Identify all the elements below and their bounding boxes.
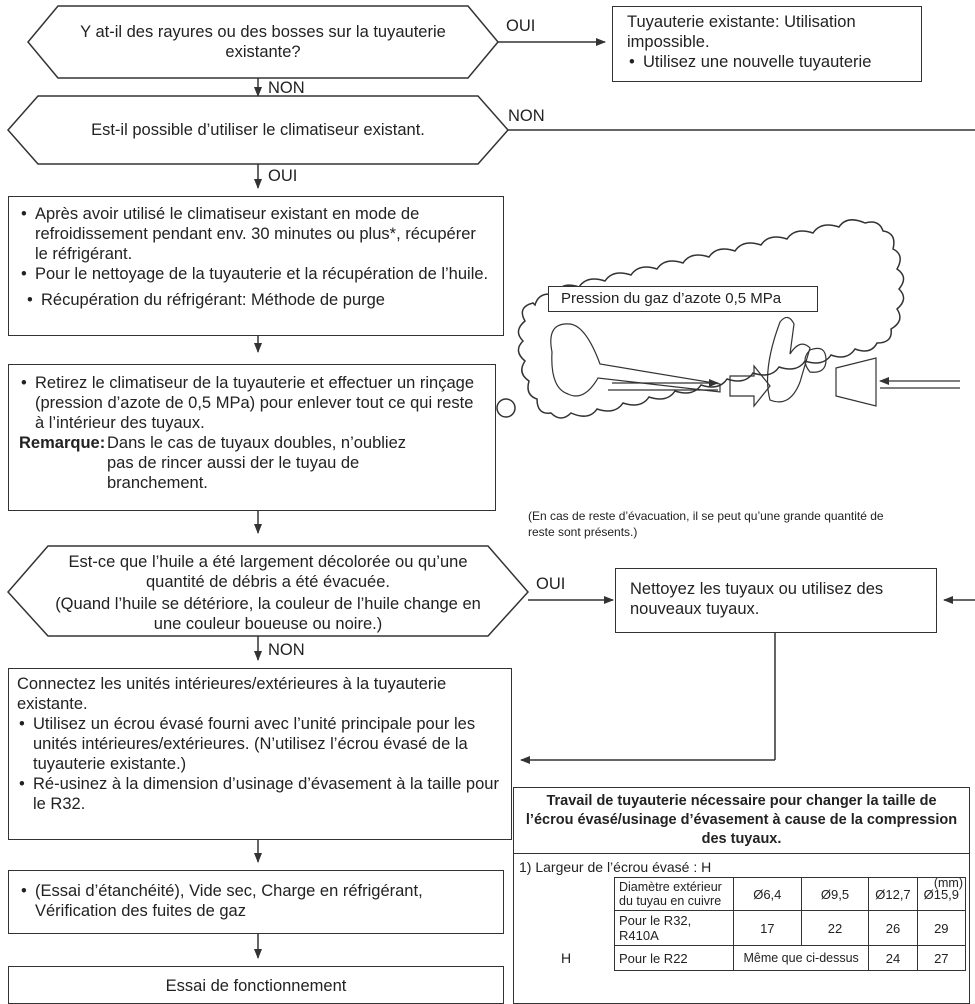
table-header-cell: Ø9,5 <box>800 877 870 911</box>
table-cell: 29 <box>916 910 967 946</box>
table-header-cell: Ø12,7 <box>868 877 918 911</box>
step4-box: (Essai d’étanchéité), Vide sec, Charge e… <box>8 870 504 934</box>
step3-title: Connectez les unités intérieures/extérie… <box>17 675 447 713</box>
q1-yes-label: OUI <box>506 17 536 35</box>
table-cell: 24 <box>868 945 918 971</box>
q3-result-text: Nettoyez les tuyaux ou utilisez des nouv… <box>630 580 884 618</box>
step3-bullet-1: Utilisez un écrou évasé fourni avec l’un… <box>17 714 503 774</box>
step2-box: Retirez le climatiseur de la tuyauterie … <box>8 364 496 511</box>
pipe-illustration-right <box>766 316 960 407</box>
thought-bubble-large <box>496 398 516 418</box>
table-row: Pour le R32, R410A 17 22 26 29 <box>614 910 967 946</box>
q1-result-box: Tuyauterie existante: Utilisation imposs… <box>612 6 922 82</box>
q1-result-bullet: Utilisez une nouvelle tuyauterie <box>627 52 907 72</box>
pipe-illustration-left <box>550 323 771 408</box>
flare-panel-subtitle: 1) Largeur de l’écrou évasé : H <box>519 859 712 875</box>
step2-remark-text: Dans le cas de tuyaux doubles, n’oubliez… <box>107 434 407 492</box>
table-row: Diamètre extérieur du tuyau en cuivre Ø6… <box>614 877 967 911</box>
step1-box: Après avoir utilisé le climatiseur exist… <box>8 196 504 336</box>
step1-sub-bullet: Récupération du réfrigérant: Méthode de … <box>25 290 493 310</box>
table-cell: 22 <box>800 910 870 946</box>
step5-text: Essai de fonctionnement <box>165 977 347 995</box>
table-cell: 17 <box>733 910 802 946</box>
decision-q3-line1: Est-ce que l’huile a été largement décol… <box>68 553 468 591</box>
cloud-label: Pression du gaz d’azote 0,5 MPa <box>548 286 818 312</box>
step2-bullet: Retirez le climatiseur de la tuyauterie … <box>19 373 485 433</box>
table-row-label-r22: Pour le R22 <box>614 945 734 971</box>
step1-bullet-2: Pour le nettoyage de la tuyauterie et la… <box>19 264 493 284</box>
table-cell: 27 <box>916 945 967 971</box>
q3-no-label: NON <box>268 641 305 659</box>
decision-shape-q3 <box>6 545 530 637</box>
flare-panel-title: Travail de tuyauterie nécessaire pour ch… <box>514 788 969 854</box>
q2-yes-label: OUI <box>268 167 298 185</box>
step1-bullet-1: Après avoir utilisé le climatiseur exist… <box>19 204 493 264</box>
table-row-label-r32: Pour le R32, R410A <box>614 910 734 946</box>
table-cell-merged: Même que ci-dessus <box>732 945 870 971</box>
nut-width-label: H <box>561 950 572 966</box>
decision-q1-text: Y at-il des rayures ou des bosses sur la… <box>80 23 446 61</box>
q1-result-title: Tuyauterie existante: Utilisation imposs… <box>627 13 856 51</box>
table-header-diameter: Diamètre extérieur du tuyau en cuivre <box>614 877 734 911</box>
decision-q2-text: Est-il possible d’utiliser le climatiseu… <box>91 121 425 139</box>
table-cell: 26 <box>868 910 918 946</box>
step4-bullet: (Essai d’étanchéité), Vide sec, Charge e… <box>19 881 493 921</box>
step3-bullet-2: Ré-usinez à la dimension d’usinage d’éva… <box>17 774 503 814</box>
q1-no-label: NON <box>268 79 305 97</box>
cloud-shape <box>517 219 905 419</box>
flare-dimension-table: Diamètre extérieur du tuyau en cuivre Ø6… <box>614 877 967 971</box>
table-row: Pour le R22 Même que ci-dessus 24 27 <box>614 945 967 971</box>
table-header-cell: Ø15,9 <box>916 877 967 911</box>
step2-remark-label: Remarque: <box>19 434 106 452</box>
table-header-cell: Ø6,4 <box>733 877 802 911</box>
q3-yes-label: OUI <box>536 575 566 593</box>
step3-box: Connectez les unités intérieures/extérie… <box>8 668 512 840</box>
q3-result-box: Nettoyez les tuyaux ou utilisez des nouv… <box>615 568 937 633</box>
decision-q3-line2: (Quand l’huile se détériore, la couleur … <box>55 595 481 633</box>
q2-no-label: NON <box>508 107 545 125</box>
evacuation-note: (En cas de reste d’évacuation, il se peu… <box>528 509 884 539</box>
step5-box: Essai de fonctionnement <box>8 966 504 1004</box>
